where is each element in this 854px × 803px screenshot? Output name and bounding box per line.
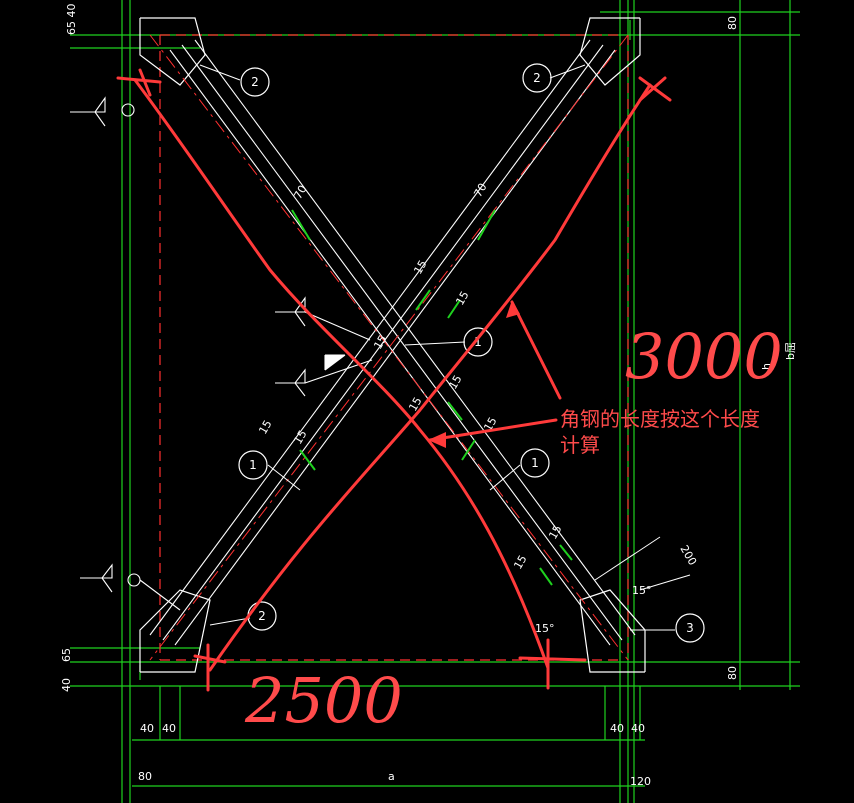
svg-text:65 40: 65 40 — [65, 4, 78, 36]
weld-label: 15 — [411, 258, 429, 277]
svg-text:80: 80 — [138, 770, 152, 783]
annotation-line-2: 计算 — [560, 433, 600, 457]
weld-segments — [291, 209, 573, 586]
callout-3: 3 — [675, 613, 705, 643]
handwritten-3000: 3000 — [625, 320, 783, 393]
svg-text:a: a — [388, 770, 395, 783]
svg-text:2: 2 — [251, 75, 259, 89]
callout-2-top-right: 2 — [522, 63, 552, 93]
weld-label: 15 — [406, 395, 424, 414]
svg-text:1: 1 — [249, 458, 257, 472]
diagonal-members — [149, 39, 636, 646]
svg-text:120: 120 — [630, 775, 651, 788]
weld-label: 15 — [371, 333, 389, 352]
weld-symbols — [70, 96, 373, 611]
callout-1-right: 1 — [520, 448, 550, 478]
svg-text:h: h — [760, 363, 773, 370]
svg-text:200: 200 — [677, 543, 699, 568]
svg-text:b屈: b屈 — [784, 342, 797, 360]
flag-marker — [325, 355, 345, 370]
weld-label: 15 — [453, 289, 471, 308]
svg-text:15°: 15° — [632, 584, 652, 597]
gusset-plates — [139, 17, 646, 673]
svg-text:80: 80 — [726, 666, 739, 680]
weld-label: 70 — [471, 181, 489, 200]
svg-text:15°: 15° — [535, 622, 555, 635]
handwritten-2500: 2500 — [244, 664, 403, 737]
svg-text:40: 40 — [631, 722, 645, 735]
weld-label: 15 — [256, 418, 274, 437]
svg-text:40: 40 — [162, 722, 176, 735]
svg-text:1: 1 — [531, 456, 539, 470]
weld-labels: 70 70 15 15 15 15 15 15 15 15 15 15 — [256, 181, 564, 572]
weld-label: 15 — [546, 523, 564, 542]
weld-label: 70 — [291, 183, 309, 202]
callout-2-top-left: 2 — [240, 67, 270, 97]
weld-label: 15 — [511, 553, 529, 572]
svg-text:40: 40 — [610, 722, 624, 735]
svg-text:40: 40 — [60, 678, 73, 692]
callout-1-center: 1 — [463, 327, 493, 357]
svg-text:80: 80 — [726, 16, 739, 30]
svg-text:2: 2 — [533, 71, 541, 85]
weld-label: 15 — [446, 373, 464, 392]
svg-text:1: 1 — [474, 335, 482, 349]
dimension-lines — [70, 0, 800, 803]
dimension-labels: 65 40 80 h b屈 65 40 80 40 40 40 40 80 a … — [60, 4, 797, 789]
annotation-line-1: 角钢的长度按这个长度 — [560, 407, 760, 431]
weld-label: 15 — [291, 428, 309, 447]
callout-1-left: 1 — [238, 450, 268, 480]
handwritten-diagonals — [116, 68, 672, 692]
svg-text:40: 40 — [140, 722, 154, 735]
frame-outline — [159, 34, 629, 661]
svg-text:2: 2 — [258, 609, 266, 623]
annotation-arrows — [428, 300, 562, 448]
callout-2-bottom-left: 2 — [247, 601, 277, 631]
member-centerlines — [149, 34, 629, 661]
callout-leaders — [199, 64, 691, 631]
svg-text:3: 3 — [686, 621, 694, 635]
svg-text:65: 65 — [60, 648, 73, 662]
